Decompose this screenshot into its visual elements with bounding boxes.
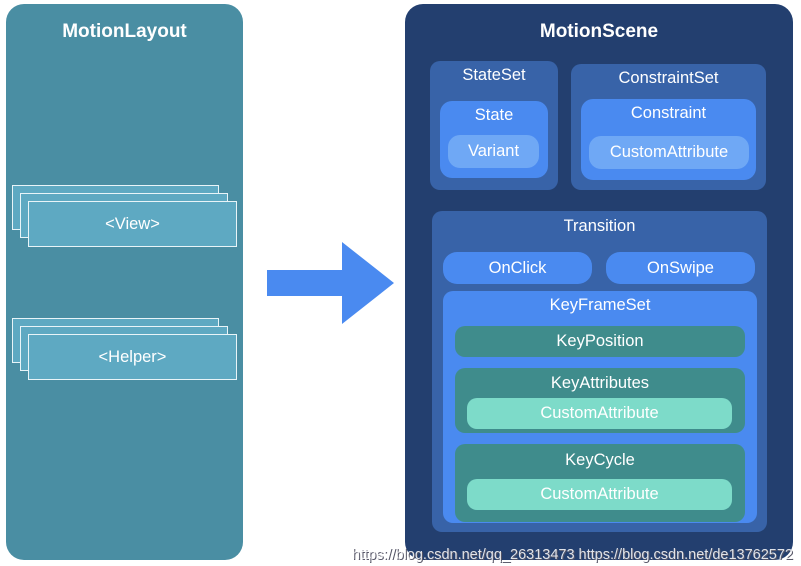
motionlayout-title: MotionLayout [62, 21, 187, 42]
keyposition-box: KeyPosition [455, 326, 745, 357]
view-label: <View> [105, 214, 160, 233]
motionscene-title: MotionScene [539, 21, 659, 42]
transition-title: Transition [563, 217, 636, 235]
onclick-pill: OnClick [443, 252, 592, 284]
stateset-title: StateSet [462, 66, 526, 84]
state-title: State [474, 106, 514, 124]
watermark-text: https://blog.csdn.net/qq_26313473 https:… [352, 547, 793, 563]
variant-label: Variant [467, 142, 520, 160]
constraint-customattribute-label: CustomAttribute [609, 143, 729, 161]
keyattributes-title: KeyAttributes [550, 374, 650, 392]
arrow-right-icon [267, 242, 394, 324]
keycycle-customattribute-label: CustomAttribute [540, 485, 659, 503]
keyattributes-customattribute-pill: CustomAttribute [467, 398, 732, 429]
variant-pill: Variant [448, 135, 539, 168]
onclick-label: OnClick [488, 258, 547, 277]
motionlayout-panel: MotionLayout [6, 4, 243, 560]
view-card: <View> [28, 201, 237, 247]
onswipe-pill: OnSwipe [606, 252, 755, 284]
constraint-customattribute-pill: CustomAttribute [589, 136, 749, 169]
helper-card: <Helper> [28, 334, 237, 380]
keycycle-title: KeyCycle [565, 451, 635, 469]
keyframeset-title: KeyFrameSet [549, 296, 651, 314]
constraintset-title: ConstraintSet [618, 69, 719, 87]
helper-label: <Helper> [98, 347, 167, 366]
keyposition-label: KeyPosition [556, 332, 644, 350]
onswipe-label: OnSwipe [647, 258, 714, 277]
keycycle-customattribute-pill: CustomAttribute [467, 479, 732, 510]
constraint-title: Constraint [630, 104, 707, 122]
keyattributes-customattribute-label: CustomAttribute [540, 404, 659, 422]
